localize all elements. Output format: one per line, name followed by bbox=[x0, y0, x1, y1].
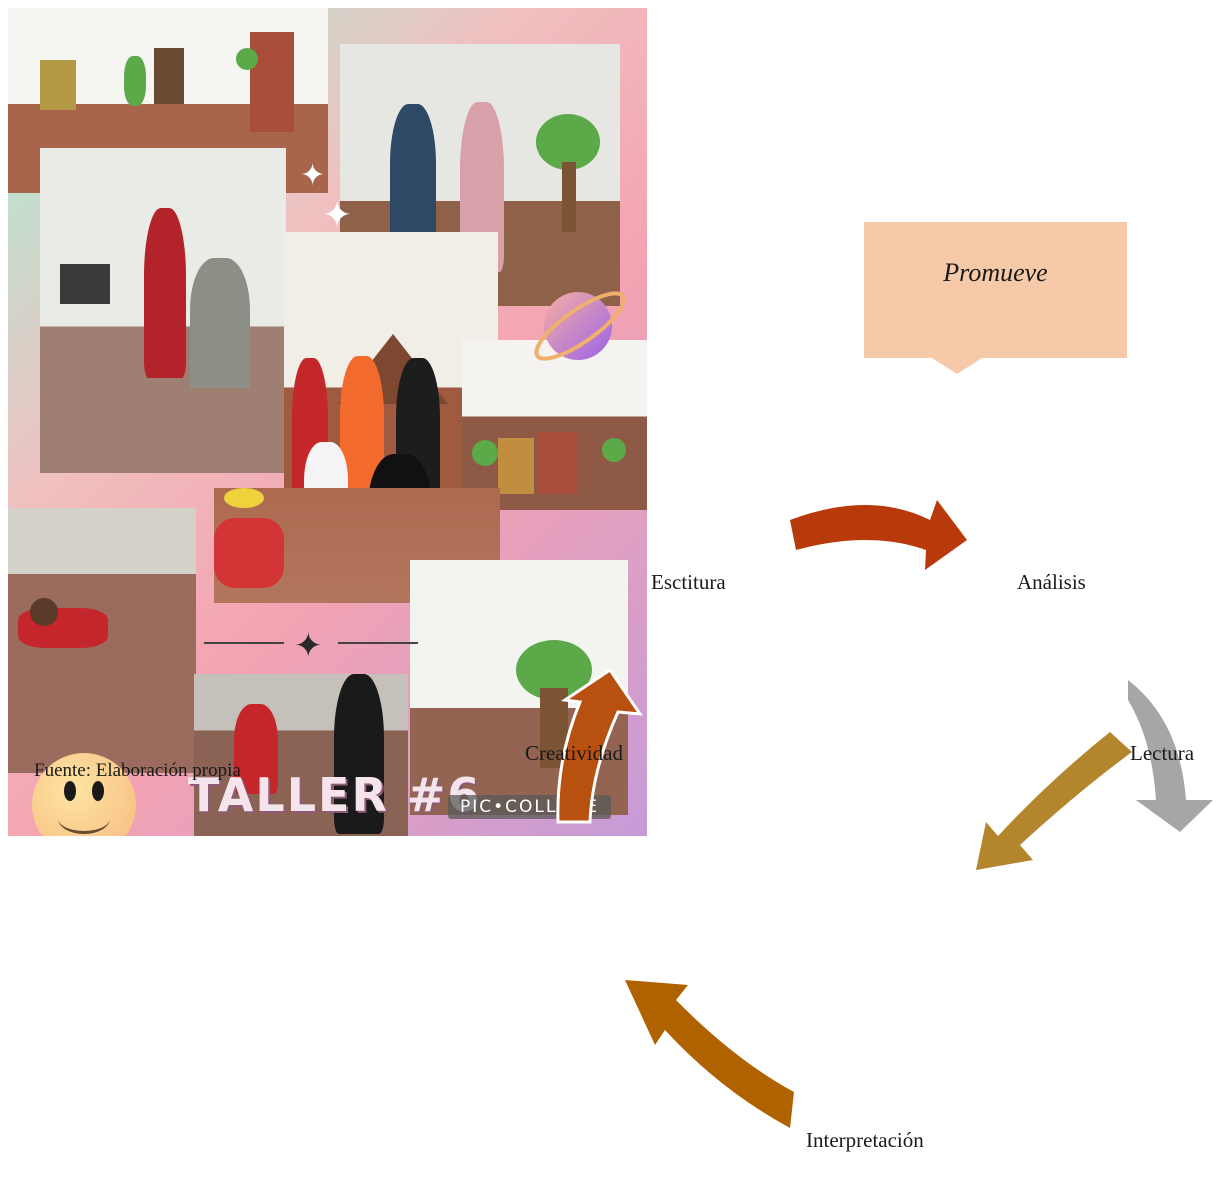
arrow-lectura-to-interpretacion bbox=[976, 732, 1132, 870]
callout-pointer bbox=[932, 358, 982, 374]
node-creatividad: Creatividad bbox=[525, 741, 623, 765]
arrow-analisis-to-lectura bbox=[1128, 680, 1213, 832]
sparkle-icon: ✦ bbox=[294, 628, 323, 665]
arrow-escritura-to-analisis bbox=[790, 500, 967, 570]
figure-caption: Fuente: Elaboración propia bbox=[34, 760, 241, 781]
arrow-interpretacion-to-creatividad bbox=[625, 980, 794, 1128]
collage-photo-stage bbox=[462, 340, 647, 510]
callout-text: Promueve bbox=[943, 258, 1048, 287]
planet-icon bbox=[534, 291, 626, 361]
collage-photo-boy-speaking bbox=[40, 148, 286, 473]
sparkle-icon: ✦ bbox=[300, 159, 326, 192]
sparkle-icon: ✦ bbox=[322, 195, 353, 235]
collage-title: TALLER #6 bbox=[188, 768, 482, 822]
callout-box: Promueve bbox=[864, 222, 1127, 358]
node-interpretacion: Interpretación bbox=[806, 1128, 924, 1152]
node-analisis: Análisis bbox=[1017, 570, 1086, 594]
smiley-icon bbox=[32, 753, 136, 836]
node-lectura: Lectura bbox=[1130, 741, 1195, 765]
node-escritura: Esctitura bbox=[651, 570, 726, 594]
collage-photo-boy-reading bbox=[8, 508, 196, 773]
collage-photo-audience bbox=[194, 674, 408, 836]
arrow-creatividad-to-escritura bbox=[556, 667, 644, 824]
photo-collage: ✦ ✦ ✦ TALLER #6 PIC•COLLAGE bbox=[8, 8, 647, 836]
